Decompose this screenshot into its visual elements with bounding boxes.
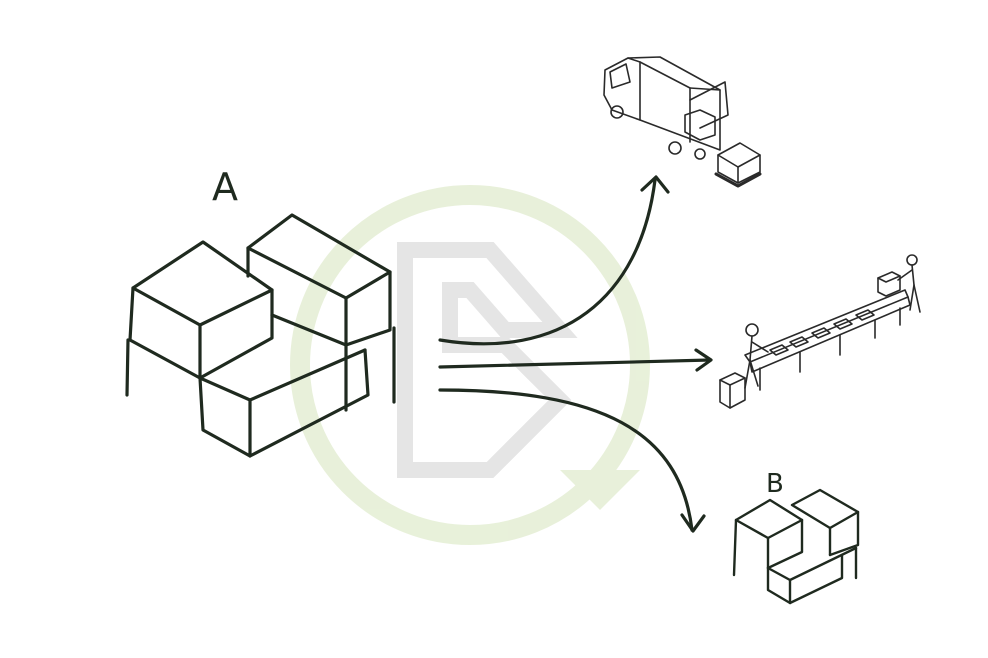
arrow-to-conveyor [438, 358, 712, 369]
boxes-group-b [732, 488, 860, 605]
label-b: B [766, 469, 784, 499]
conveyor-workers-icon [719, 254, 921, 409]
arrow-to-boxes-b-head [680, 513, 706, 533]
arrows [438, 175, 713, 533]
arrow-to-boxes-b [438, 388, 694, 532]
boxes-group-a [125, 213, 396, 458]
arrow-to-truck [438, 178, 657, 346]
watermark-logo [290, 185, 650, 545]
delivery-truck-icon [603, 56, 762, 188]
arrow-to-conveyor-head [694, 348, 713, 372]
label-a: A [212, 165, 238, 209]
arrow-to-truck-head [640, 175, 670, 194]
